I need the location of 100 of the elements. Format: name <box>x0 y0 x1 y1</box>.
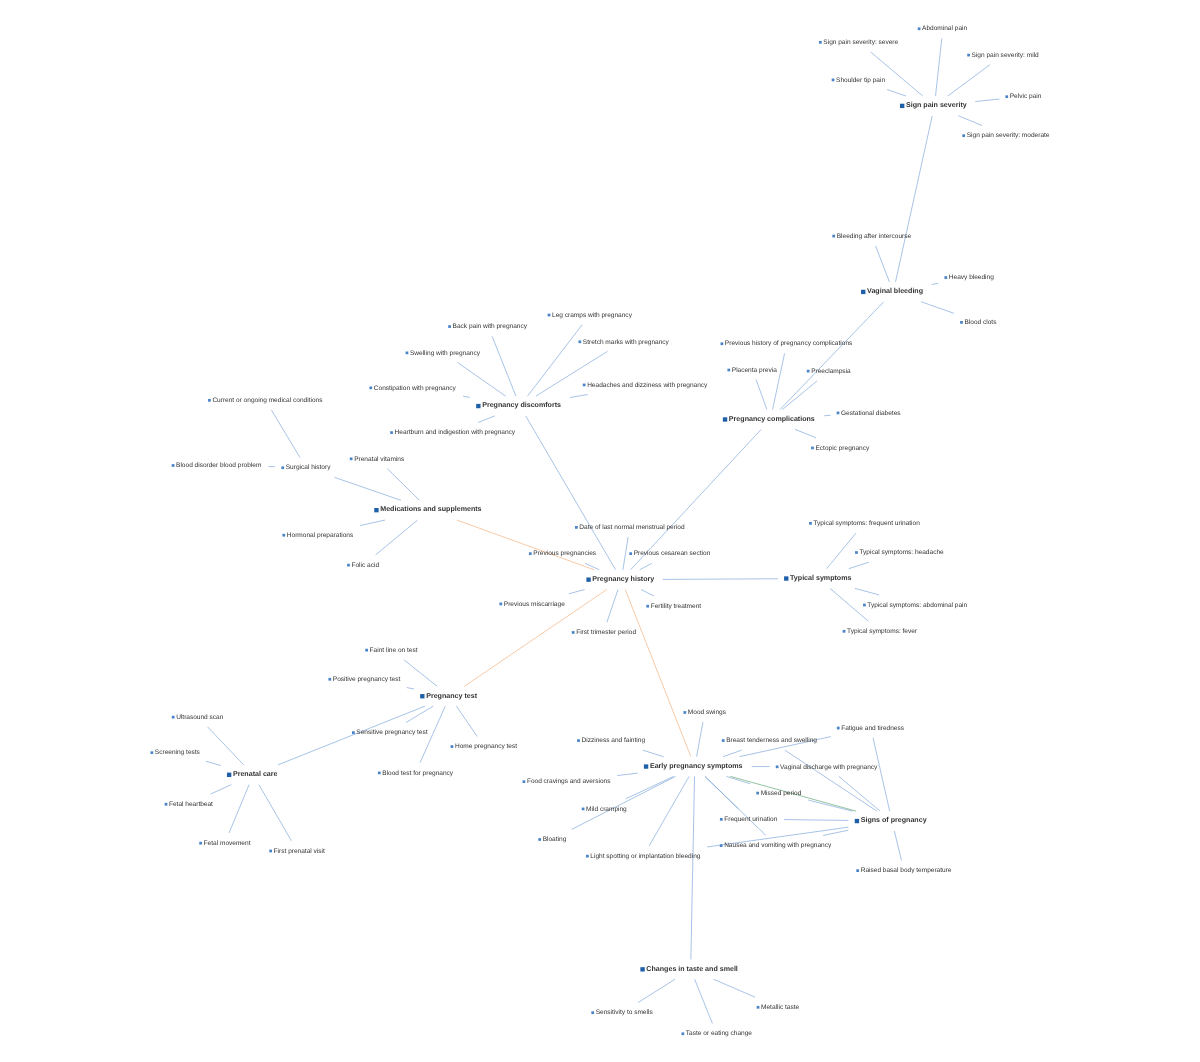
connector <box>826 532 857 569</box>
connector <box>794 429 817 439</box>
node-box <box>528 552 532 556</box>
node-box <box>960 321 963 324</box>
connector <box>726 776 751 785</box>
connector <box>386 468 420 501</box>
connector <box>886 89 907 97</box>
connector <box>872 737 890 812</box>
node-box <box>683 711 687 714</box>
node-box <box>863 603 866 607</box>
node-box <box>722 417 728 422</box>
connector <box>406 687 415 690</box>
node-box <box>582 383 586 387</box>
connector <box>848 561 870 569</box>
node-box <box>328 677 332 681</box>
node-box <box>967 53 970 57</box>
node-box <box>282 533 286 537</box>
node-box <box>756 1005 760 1009</box>
node-box <box>806 369 810 373</box>
connector <box>822 829 849 836</box>
connector <box>931 283 939 285</box>
node-box <box>719 844 723 847</box>
connector <box>639 563 653 571</box>
connector <box>783 819 849 821</box>
node-box <box>499 602 503 606</box>
node-box <box>900 103 905 109</box>
connector <box>630 429 762 570</box>
node-box <box>575 526 578 529</box>
connector <box>958 115 983 126</box>
node-box <box>831 78 835 82</box>
connector <box>854 588 880 596</box>
connector <box>935 38 943 97</box>
node-box <box>352 731 355 734</box>
connector <box>403 659 438 687</box>
node-box <box>861 289 866 295</box>
node-box <box>836 726 840 730</box>
node-box <box>720 342 724 346</box>
connector <box>569 394 588 398</box>
connector <box>696 721 704 757</box>
node-box <box>349 457 353 461</box>
connector <box>648 776 690 847</box>
connector <box>207 726 244 765</box>
connector <box>606 589 619 623</box>
node-box <box>374 507 379 513</box>
node-box <box>226 772 232 777</box>
node-box <box>727 368 731 372</box>
node-box <box>448 325 451 328</box>
node-box <box>547 313 551 317</box>
node-box <box>629 552 633 555</box>
node-box <box>809 522 812 525</box>
connector <box>464 589 608 687</box>
node-box <box>854 818 860 824</box>
node-box <box>855 551 858 554</box>
connector <box>271 409 301 458</box>
connector <box>838 776 881 812</box>
node-box <box>164 802 168 806</box>
node-box <box>1005 95 1009 99</box>
node-box <box>377 771 381 775</box>
node-box <box>171 715 175 719</box>
connector <box>375 519 418 556</box>
connector <box>807 799 853 812</box>
node-box <box>856 869 860 872</box>
node-box <box>420 694 425 699</box>
connector <box>694 978 713 1024</box>
connector <box>920 301 955 314</box>
node-box <box>171 464 175 467</box>
node-box <box>347 563 350 567</box>
node-box <box>643 764 649 769</box>
node-box <box>721 739 725 742</box>
node-box <box>842 629 846 633</box>
connector <box>739 736 832 757</box>
connector <box>875 245 890 283</box>
connector <box>642 749 664 757</box>
node-box <box>756 791 760 795</box>
connector <box>782 380 818 410</box>
connector <box>535 351 608 397</box>
connector <box>895 115 933 283</box>
connector <box>210 784 232 795</box>
connector <box>975 98 1000 102</box>
node-box <box>199 841 202 845</box>
connector <box>707 826 849 848</box>
node-box <box>586 854 589 858</box>
node-box <box>917 27 921 31</box>
node-box <box>646 604 650 608</box>
connector <box>456 705 478 737</box>
connector <box>784 749 878 812</box>
node-box <box>405 351 409 355</box>
node-box <box>719 817 723 821</box>
connector <box>947 64 991 97</box>
connector <box>625 776 674 800</box>
node-box <box>681 1032 685 1036</box>
node-box <box>269 849 272 853</box>
node-box <box>962 134 966 138</box>
node-box <box>836 411 840 415</box>
connector <box>779 301 884 410</box>
connector <box>268 466 276 467</box>
connector <box>405 705 434 723</box>
connector <box>640 589 655 597</box>
connector <box>751 766 770 767</box>
connector <box>478 415 496 423</box>
